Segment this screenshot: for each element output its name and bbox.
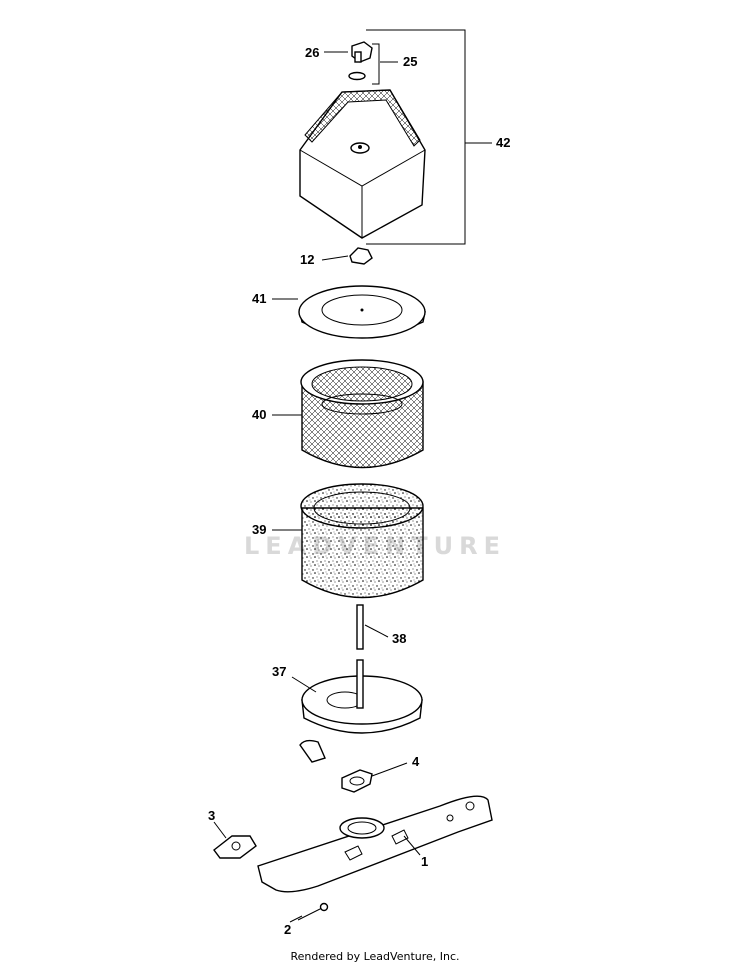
callout-38: 38 [392, 631, 406, 646]
part-1-intake-manifold [257, 795, 493, 893]
assembly-bracket-42 [366, 29, 466, 245]
part-25-washer [348, 71, 366, 81]
part-38-stud [356, 604, 364, 650]
callout-4: 4 [412, 754, 420, 769]
part-3-gasket [213, 835, 257, 859]
callout-25: 25 [403, 54, 417, 69]
callout-3: 3 [208, 808, 215, 823]
callout-12: 12 [300, 252, 314, 267]
part-12-wing-nut [349, 247, 373, 265]
callout-26: 26 [305, 45, 319, 60]
part-41-cover-plate [298, 285, 426, 339]
callout-37: 37 [272, 664, 286, 679]
callout-1: 1 [421, 854, 428, 869]
part-40-paper-element [300, 359, 424, 469]
part-39-foam-precleaner [300, 483, 424, 599]
part-2-bolt [297, 902, 329, 921]
part-37-base [299, 659, 423, 763]
leader-lines [213, 51, 492, 923]
callout-39: 39 [252, 522, 266, 537]
part-26-knob [351, 41, 373, 63]
callout-41: 41 [252, 291, 266, 306]
callout-42: 42 [496, 135, 510, 150]
callout-40: 40 [252, 407, 266, 422]
callout-2: 2 [284, 922, 291, 937]
part-4-gasket [341, 769, 373, 793]
bracket-25 [372, 43, 380, 85]
part-42-cover [299, 89, 426, 239]
footer-credit: Rendered by LeadVenture, Inc. [290, 950, 460, 963]
